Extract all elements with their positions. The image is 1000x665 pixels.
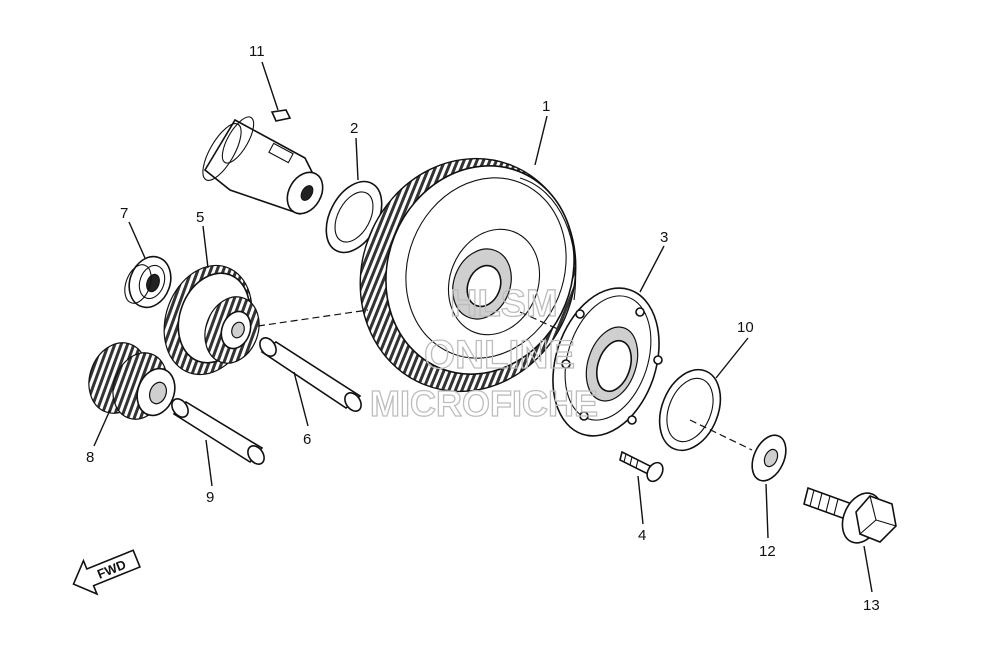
assembly-lines: [257, 309, 753, 451]
callout-2: 2: [350, 120, 358, 137]
leader-lines: [93, 61, 873, 593]
crankshaft-end: [202, 116, 324, 215]
shaft-9: [171, 398, 265, 465]
washer-12: [751, 434, 787, 482]
starter-driven-gear: [359, 157, 577, 393]
idle-gear-8: [88, 342, 176, 420]
watermark-line-2: ONLINE: [424, 333, 575, 377]
callout-9: 9: [206, 489, 214, 506]
callout-8: 8: [86, 449, 94, 466]
callout-13: 13: [863, 597, 880, 614]
callout-labels: 11 1 2 3 10 7 5 6 8 9 4 12 13: [86, 43, 880, 614]
starter-clutch: [552, 287, 663, 437]
watermark: HLSM ONLINE MICROFICHE: [369, 282, 598, 424]
callout-1: 1: [542, 98, 550, 115]
washer-2: [325, 180, 383, 254]
flange-bolt: [803, 486, 897, 544]
callout-10: 10: [737, 319, 754, 336]
callout-4: 4: [638, 527, 646, 544]
callout-3: 3: [660, 229, 668, 246]
fwd-arrow: FWD: [72, 549, 141, 596]
idle-gear-5: [163, 264, 260, 376]
woodruff-key: [270, 109, 292, 122]
washer-10: [658, 368, 722, 452]
watermark-line-3: MICROFICHE: [370, 383, 598, 424]
watermark-line-1: HLSM: [450, 283, 558, 325]
callout-12: 12: [759, 543, 776, 560]
callout-6: 6: [303, 431, 311, 448]
callout-11: 11: [249, 43, 265, 60]
clutch-bolt: [619, 450, 664, 483]
bearing-7: [124, 255, 172, 309]
callout-7: 7: [120, 205, 128, 222]
shaft-6: [259, 337, 362, 412]
callout-5: 5: [196, 209, 204, 226]
